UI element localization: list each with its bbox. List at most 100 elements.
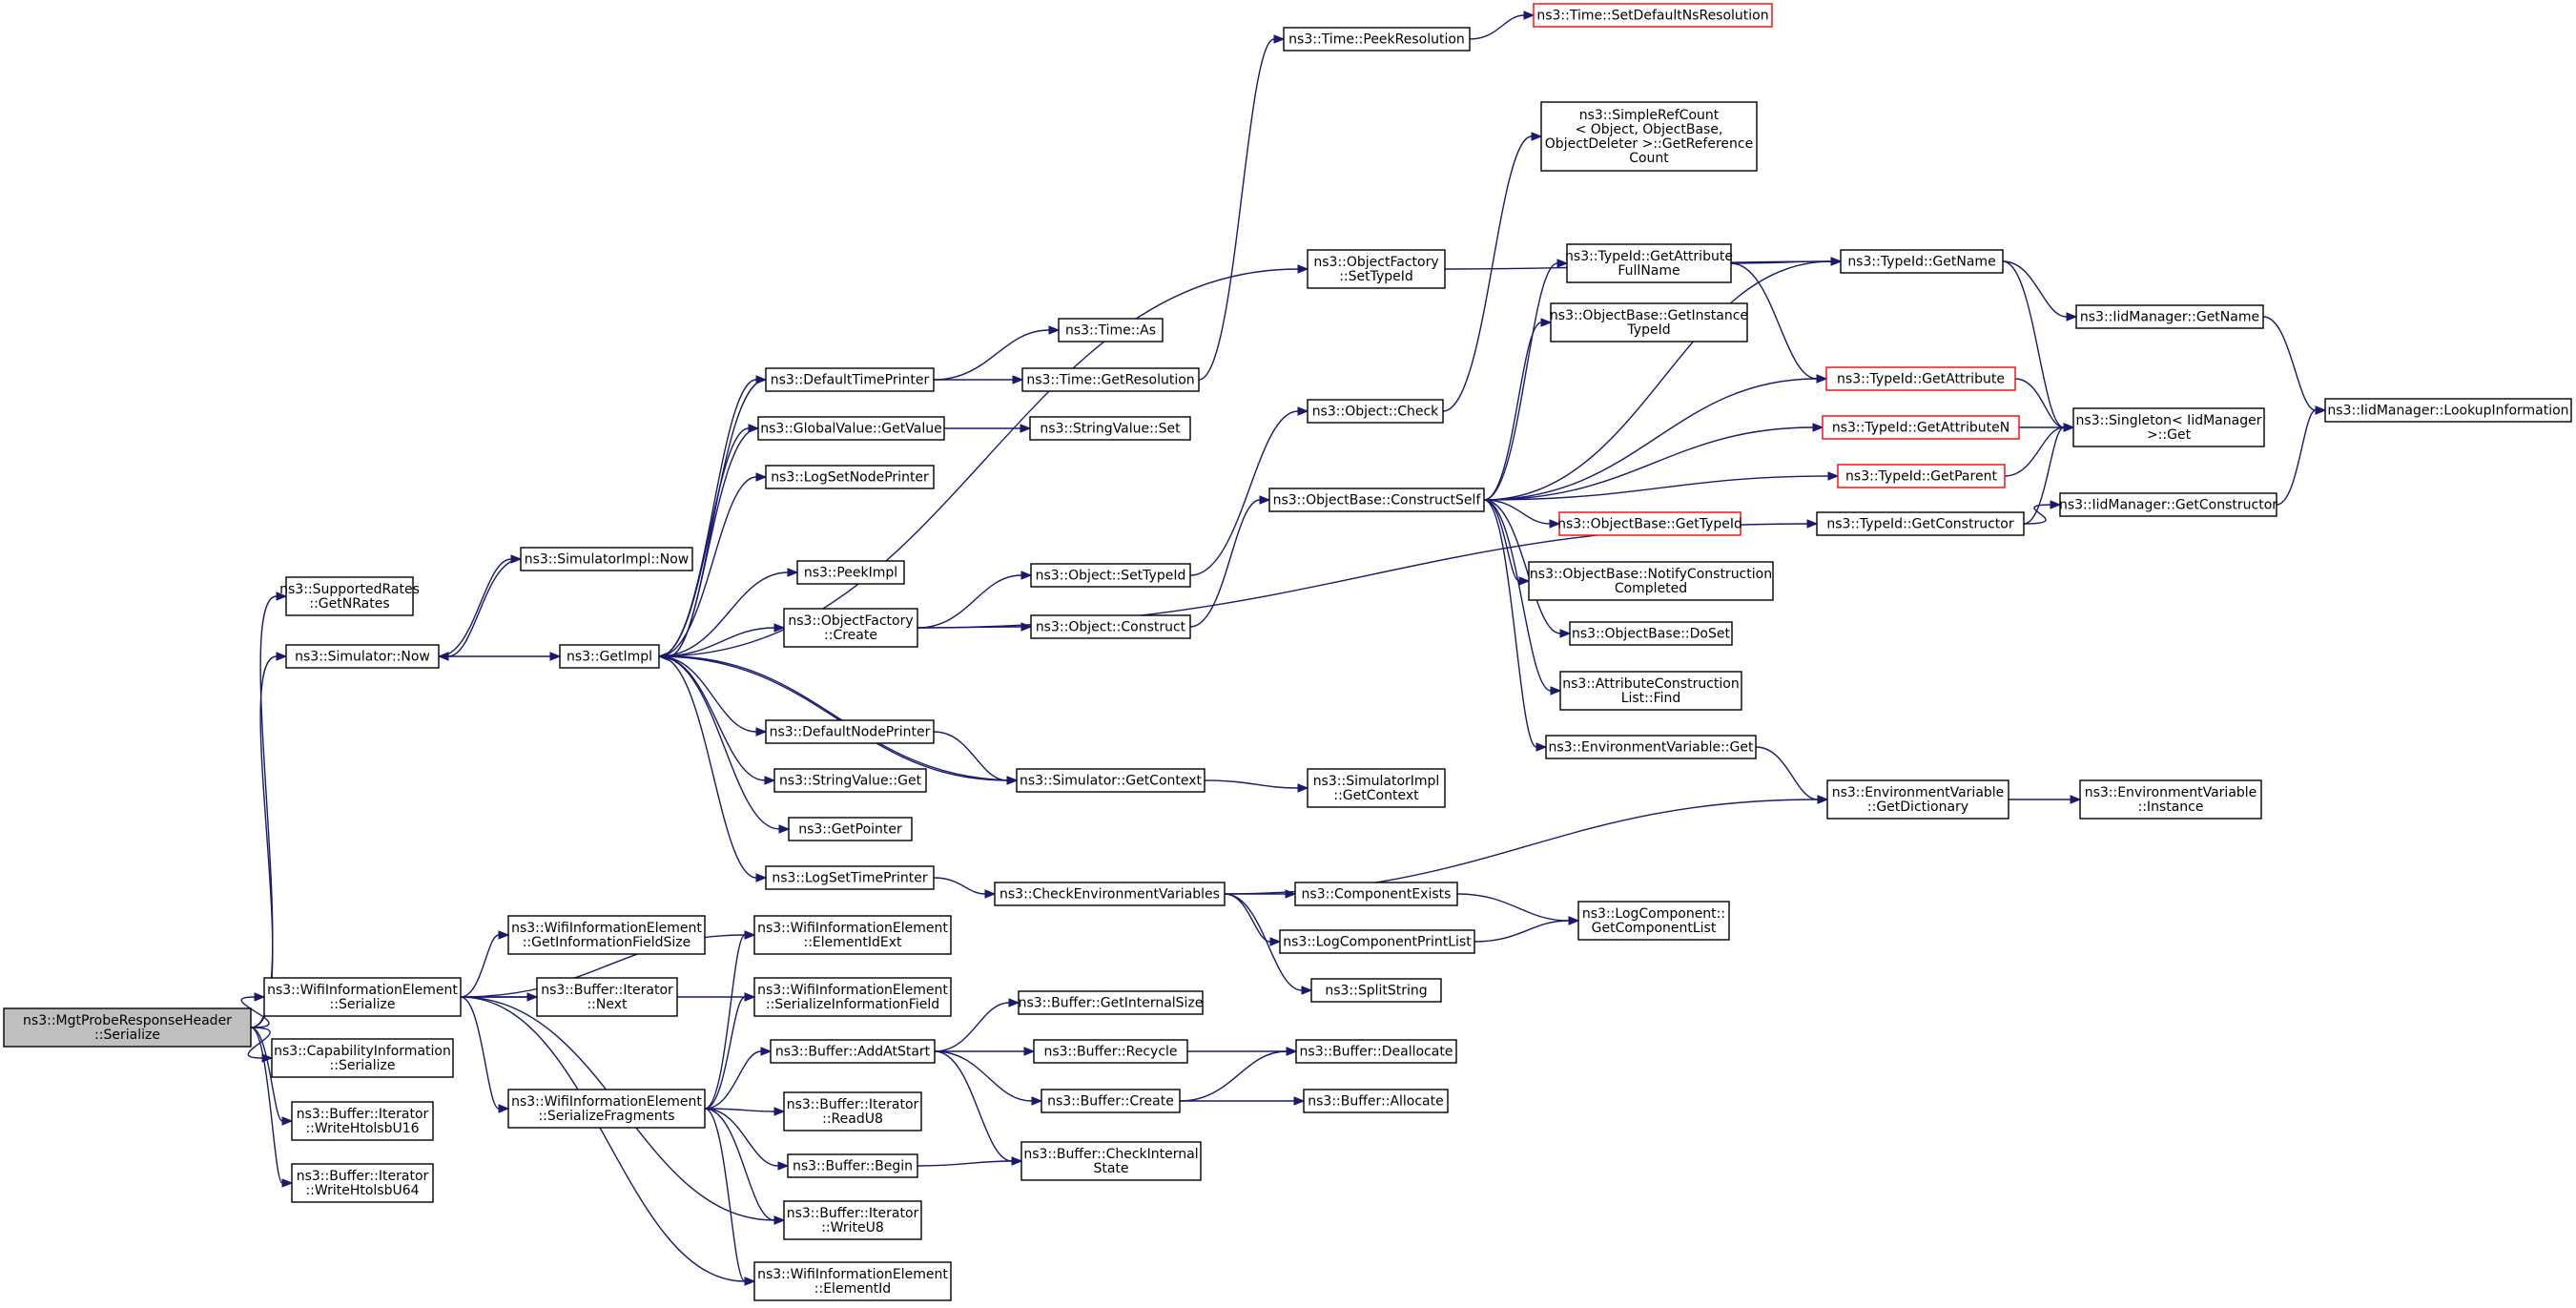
node-stringValueGet[interactable]: ns3::StringValue::Get bbox=[773, 768, 927, 793]
node-bufferIterWriteU8[interactable]: ns3::Buffer::Iterator::WriteU8 bbox=[783, 1200, 922, 1240]
node-logComponentPrintList[interactable]: ns3::LogComponentPrintList bbox=[1279, 929, 1475, 954]
node-objectConstruct[interactable]: ns3::Object::Construct bbox=[1030, 614, 1191, 639]
node-iidGetConstructor[interactable]: ns3::IidManager::GetConstructor bbox=[2059, 492, 2277, 517]
node-simGetContext[interactable]: ns3::Simulator::GetContext bbox=[1016, 768, 1206, 793]
node-logSetTimePrinter[interactable]: ns3::LogSetTimePrinter bbox=[765, 865, 935, 890]
node-envGetDictionary[interactable]: ns3::EnvironmentVariable::GetDictionary bbox=[1826, 779, 2009, 820]
node-root[interactable]: ns3::MgtProbeResponseHeader::Serialize bbox=[3, 1007, 252, 1048]
node-bufferIterNext[interactable]: ns3::Buffer::Iterator::Next bbox=[536, 977, 678, 1017]
arrowhead-icon bbox=[1285, 889, 1297, 899]
node-timeGetResolution[interactable]: ns3::Time::GetResolution bbox=[1021, 367, 1200, 392]
node-objectBaseGetTypeId[interactable]: ns3::ObjectBase::GetTypeId bbox=[1557, 511, 1742, 536]
arrowhead-icon bbox=[281, 1178, 294, 1188]
node-typeIdGetParent[interactable]: ns3::TypeId::GetParent bbox=[1837, 464, 2006, 488]
edge-constructSelf-to-attrConstructionFind bbox=[1483, 499, 1562, 696]
node-logComponentGetList[interactable]: ns3::LogComponent::GetComponentList bbox=[1577, 901, 1730, 941]
node-timePeekResolution[interactable]: ns3::Time::PeekResolution bbox=[1283, 27, 1471, 52]
node-objectFactoryCreate[interactable]: ns3::ObjectFactory::Create bbox=[783, 608, 918, 648]
node-componentExists[interactable]: ns3::ComponentExists bbox=[1294, 882, 1458, 906]
node-splitString[interactable]: ns3::SplitString bbox=[1310, 978, 1442, 1003]
node-simImplGetContext[interactable]: ns3::SimulatorImpl::GetContext bbox=[1307, 768, 1446, 808]
node-label: ::Create bbox=[824, 628, 877, 643]
node-supportedRates[interactable]: ns3::SupportedRates::GetNRates bbox=[279, 576, 420, 616]
node-bufferRecycle[interactable]: ns3::Buffer::Recycle bbox=[1033, 1039, 1188, 1064]
edge-constructSelf-to-typeIdGetParent bbox=[1483, 471, 1840, 501]
node-typeIdGetConstructor[interactable]: ns3::TypeId::GetConstructor bbox=[1816, 511, 2025, 536]
node-label: ::Next bbox=[587, 997, 628, 1012]
node-globalValueGet[interactable]: ns3::GlobalValue::GetValue bbox=[757, 416, 945, 441]
node-wifiSerializeFragments[interactable]: ns3::WifiInformationElement::SerializeFr… bbox=[507, 1089, 706, 1129]
node-bufferAddAtStart[interactable]: ns3::Buffer::AddAtStart bbox=[770, 1039, 936, 1064]
edge-line bbox=[1755, 746, 1819, 800]
node-objectCheck[interactable]: ns3::Object::Check bbox=[1307, 399, 1444, 424]
node-label: ::SerializeInformationField bbox=[766, 997, 939, 1012]
node-objectFactorySetTypeId[interactable]: ns3::ObjectFactory::SetTypeId bbox=[1307, 249, 1446, 289]
node-wifiElementIdExt[interactable]: ns3::WifiInformationElement::ElementIdEx… bbox=[753, 915, 952, 955]
node-stringValueSet[interactable]: ns3::StringValue::Set bbox=[1029, 416, 1191, 441]
node-label: ::GetInformationFieldSize bbox=[523, 935, 690, 950]
edge-timeGetResolution-to-timePeekResolution bbox=[1198, 34, 1286, 381]
node-label: ns3::WifiInformationElement bbox=[757, 921, 948, 936]
node-label: ns3::WifiInformationElement bbox=[267, 983, 458, 998]
node-label: State bbox=[1093, 1161, 1128, 1176]
node-writeHtolsbU16[interactable]: ns3::Buffer::Iterator::WriteHtolsbU16 bbox=[291, 1101, 434, 1141]
node-timeSetDefault[interactable]: ns3::Time::SetDefaultNsResolution bbox=[1533, 3, 1773, 28]
edge-line bbox=[2002, 260, 2068, 318]
node-checkEnvVars[interactable]: ns3::CheckEnvironmentVariables bbox=[994, 882, 1226, 906]
node-label: ns3::ObjectBase::GetInstance bbox=[1550, 308, 1748, 323]
node-envInstance[interactable]: ns3::EnvironmentVariable::Instance bbox=[2079, 779, 2262, 820]
node-constructSelf[interactable]: ns3::ObjectBase::ConstructSelf bbox=[1268, 488, 1485, 512]
node-writeHtolsbU64[interactable]: ns3::Buffer::Iterator::WriteHtolsbU64 bbox=[291, 1163, 434, 1203]
edge-wifiSerializeFragments-to-bufferIterReadU8 bbox=[704, 1107, 786, 1116]
edge-line bbox=[658, 655, 1008, 781]
node-timeAs[interactable]: ns3::Time::As bbox=[1058, 318, 1164, 343]
node-typeIdGetAttributeN[interactable]: ns3::TypeId::GetAttributeN bbox=[1822, 415, 2020, 440]
node-peekImpl[interactable]: ns3::PeekImpl bbox=[796, 560, 905, 585]
node-getImpl[interactable]: ns3::GetImpl bbox=[559, 644, 660, 669]
node-simImplNow[interactable]: ns3::SimulatorImpl::Now bbox=[520, 547, 693, 571]
node-wifiGetInfoFieldSize[interactable]: ns3::WifiInformationElement::GetInformat… bbox=[507, 915, 706, 955]
node-box bbox=[757, 416, 945, 441]
node-iidGetName[interactable]: ns3::IidManager::GetName bbox=[2075, 304, 2264, 329]
edge-line bbox=[1473, 920, 1570, 943]
edge-defaultNodePrinter-to-simGetContext bbox=[933, 731, 1019, 785]
node-bufferIterReadU8[interactable]: ns3::Buffer::Iterator::ReadU8 bbox=[783, 1091, 922, 1132]
node-bufferCreate[interactable]: ns3::Buffer::Create bbox=[1041, 1089, 1181, 1113]
edge-simImplNow-to-simNow bbox=[437, 558, 522, 661]
node-typeIdGetAttribute[interactable]: ns3::TypeId::GetAttribute bbox=[1825, 366, 2016, 391]
node-bufferDeallocate[interactable]: ns3::Buffer::Deallocate bbox=[1295, 1039, 1457, 1064]
node-wifiElementId[interactable]: ns3::WifiInformationElement::ElementId bbox=[753, 1261, 952, 1301]
node-box bbox=[765, 367, 935, 392]
edge-iidGetName-to-iidLookup bbox=[2262, 316, 2327, 415]
node-iidLookup[interactable]: ns3::IidManager::LookupInformation bbox=[2324, 398, 2572, 423]
node-notifyConstruction[interactable]: ns3::ObjectBase::NotifyConstructionCompl… bbox=[1528, 561, 1774, 601]
arrowhead-icon bbox=[498, 1104, 510, 1113]
node-box bbox=[1307, 249, 1446, 289]
node-getPointer[interactable]: ns3::GetPointer bbox=[788, 817, 913, 841]
node-defaultNodePrinter[interactable]: ns3::DefaultNodePrinter bbox=[765, 719, 935, 744]
node-bufferBegin[interactable]: ns3::Buffer::Begin bbox=[787, 1153, 918, 1178]
node-simNow[interactable]: ns3::Simulator::Now bbox=[285, 644, 440, 669]
node-bufferGetInternalSize[interactable]: ns3::Buffer::GetInternalSize bbox=[1018, 990, 1204, 1015]
node-box bbox=[1020, 1141, 1202, 1181]
node-bufferAllocate[interactable]: ns3::Buffer::Allocate bbox=[1303, 1089, 1449, 1113]
node-typeIdGetName[interactable]: ns3::TypeId::GetName bbox=[1840, 249, 2004, 274]
node-defaultTimePrinter[interactable]: ns3::DefaultTimePrinter bbox=[765, 367, 935, 392]
node-logSetNodePrinter[interactable]: ns3::LogSetNodePrinter bbox=[765, 465, 935, 489]
node-objectBaseDoSet[interactable]: ns3::ObjectBase::DoSet bbox=[1569, 621, 1733, 646]
node-simpleRefCount[interactable]: ns3::SimpleRefCount< Object, ObjectBase,… bbox=[1540, 101, 1758, 172]
node-capabilitySerialize[interactable]: ns3::CapabilityInformation::Serialize bbox=[271, 1038, 454, 1078]
node-label: ::GetDictionary bbox=[1867, 799, 1968, 815]
node-singletonGet[interactable]: ns3::Singleton< IidManager>::Get bbox=[2072, 407, 2265, 447]
node-objectSetTypeId[interactable]: ns3::Object::SetTypeId bbox=[1030, 563, 1191, 588]
edge-line bbox=[704, 996, 746, 1110]
node-envVarGet[interactable]: ns3::EnvironmentVariable::Get bbox=[1545, 735, 1757, 759]
node-wifiSerializeInfoField[interactable]: ns3::WifiInformationElement::SerializeIn… bbox=[753, 977, 952, 1017]
arrowhead-icon bbox=[764, 776, 776, 785]
node-label: ns3::EnvironmentVariable bbox=[2085, 785, 2257, 800]
node-wifiSerialize[interactable]: ns3::WifiInformationElement::Serialize bbox=[263, 977, 462, 1017]
